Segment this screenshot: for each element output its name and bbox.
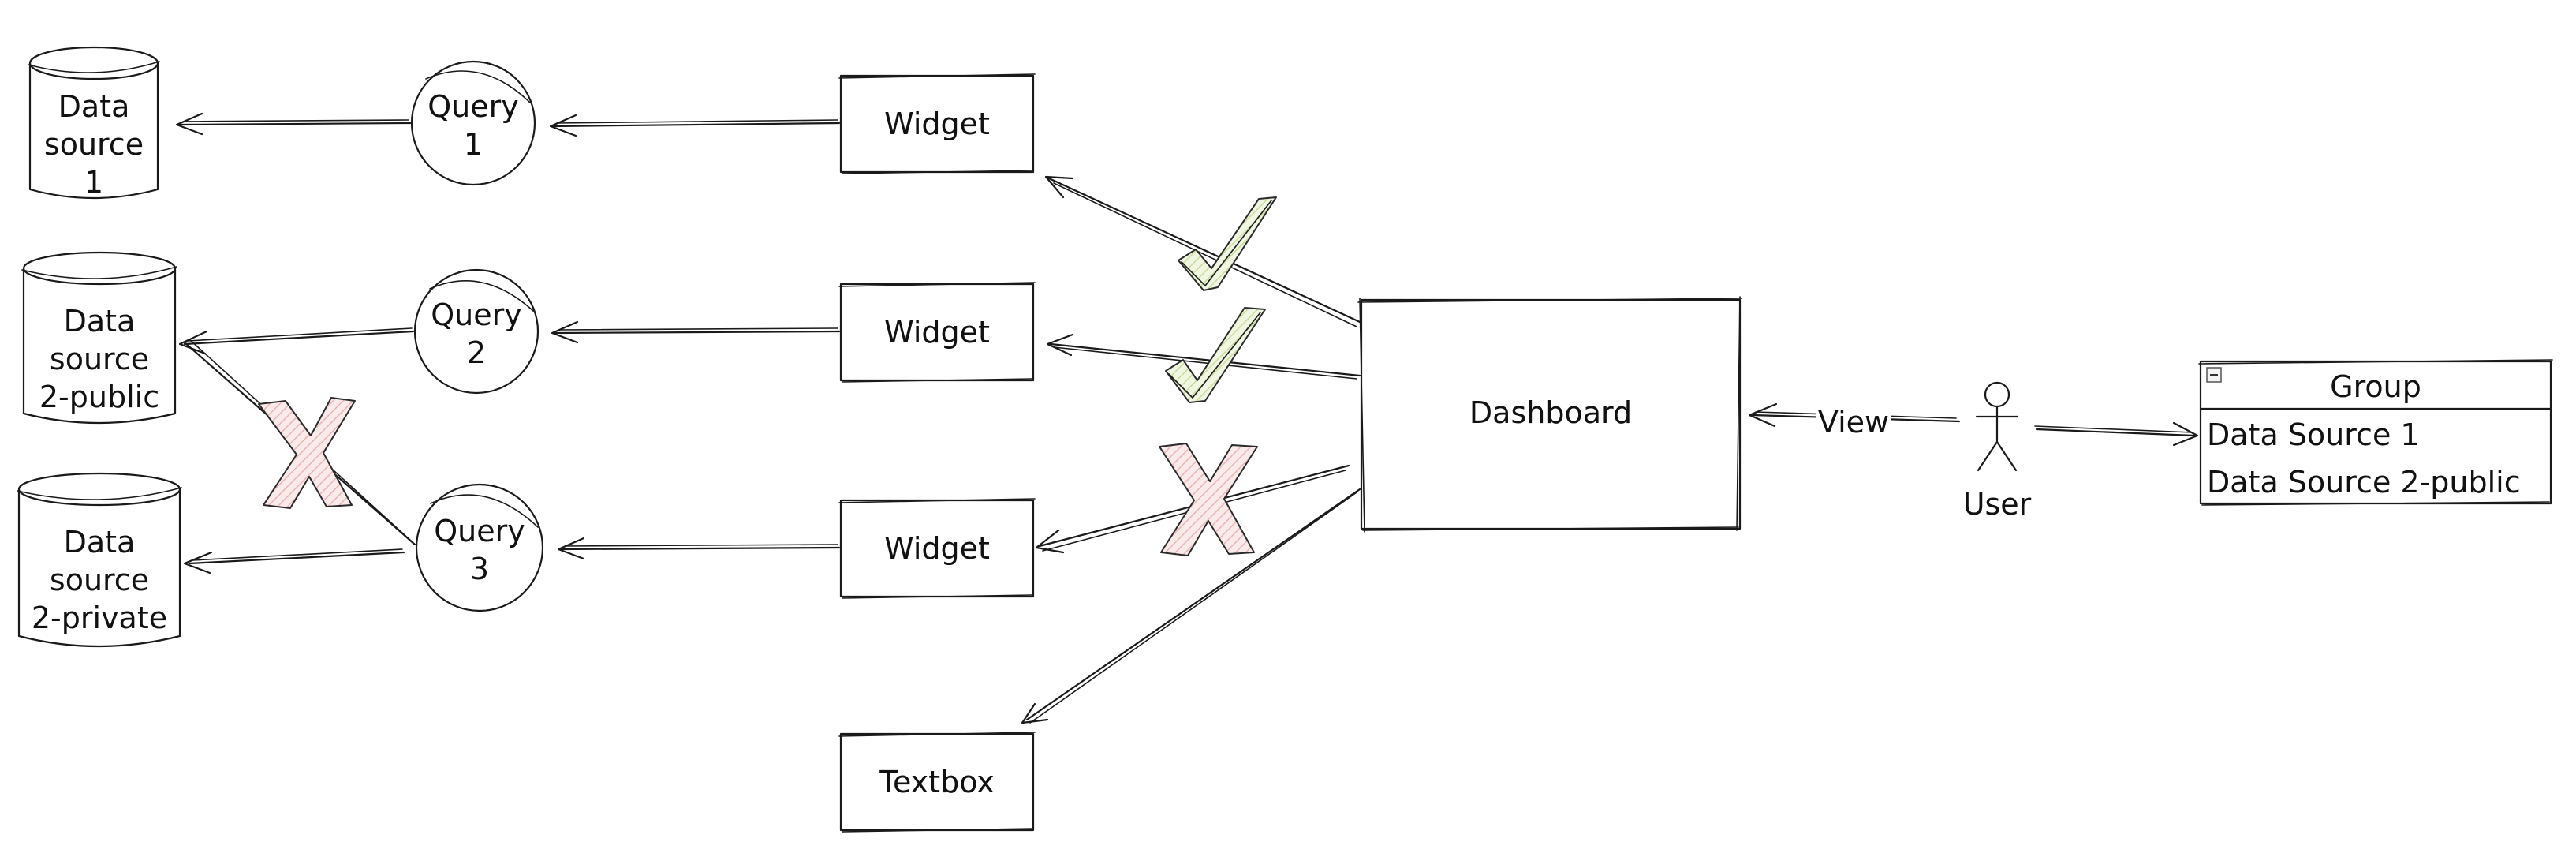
arrow-query2-to-datasource2-public	[178, 327, 415, 355]
query-3-label-line1: Query	[434, 514, 525, 548]
arrow-query3-to-datasource2-private	[183, 548, 405, 574]
group-item-2: Data Source 2-public	[2207, 465, 2521, 500]
widget-3-box: Widget	[838, 498, 1036, 599]
widget-2-label: Widget	[884, 315, 990, 350]
query-1-circle: Query 1	[410, 60, 536, 186]
datasource-1-label-line1: Data	[58, 89, 130, 124]
query-1-label-line2: 1	[464, 127, 483, 162]
widget-1-label: Widget	[884, 107, 990, 141]
view-edge-label: View	[1818, 405, 1889, 440]
query-3-label-line2: 3	[470, 552, 489, 586]
arrow-widget1-to-query1	[549, 114, 841, 137]
datasource-2-private-label-line2: source	[50, 563, 149, 597]
group-title: Group	[2330, 369, 2421, 404]
datasource-2-private-label-line3: 2-private	[32, 601, 167, 635]
widget-1-box: Widget	[838, 73, 1036, 174]
allowed-check-icon-2	[1165, 307, 1266, 403]
user-label: User	[1963, 487, 2032, 522]
user-actor-icon	[1975, 381, 2019, 472]
datasource-2-private-cylinder: Data source 2-private	[17, 472, 182, 648]
dashboard-box: Dashboard	[1357, 296, 1742, 533]
group-collapse-icon[interactable]	[2206, 367, 2222, 383]
datasource-2-public-label-line1: Data	[64, 304, 136, 339]
datasource-2-private-label-line1: Data	[64, 525, 136, 559]
query-3-circle: Query 3	[415, 483, 544, 612]
datasource-1-label-line2: source	[44, 127, 144, 162]
allowed-check-icon-1	[1178, 196, 1277, 291]
arrow-widget2-to-query2	[551, 320, 841, 344]
arrow-user-to-group	[2034, 421, 2199, 447]
datasource-2-public-cylinder: Data source 2-public	[21, 251, 177, 425]
widget-2-box: Widget	[838, 282, 1036, 383]
widget-3-label: Widget	[884, 531, 990, 566]
datasource-2-public-label-line2: source	[50, 342, 149, 376]
group-table: Group Data Source 1 Data Source 2-public	[2198, 359, 2553, 506]
dashboard-label: Dashboard	[1469, 395, 1632, 430]
denied-cross-icon-2	[1159, 443, 1258, 556]
query-1-label-line1: Query	[427, 89, 518, 124]
arrow-dashboard-to-widget2	[1046, 333, 1361, 380]
arrow-dashboard-to-textbox	[1021, 488, 1361, 724]
denied-cross-icon-1	[258, 397, 356, 509]
datasource-2-public-label-line3: 2-public	[39, 380, 159, 414]
arrow-widget3-to-query3	[557, 537, 841, 560]
textbox-label: Textbox	[879, 765, 995, 799]
arrow-dashboard-to-widget1	[1044, 175, 1361, 327]
textbox-box: Textbox	[838, 732, 1036, 833]
arrow-query1-to-datasource1	[175, 112, 412, 136]
group-item-1: Data Source 1	[2207, 417, 2420, 452]
datasource-1-label-line3: 1	[84, 165, 103, 200]
query-2-label-line2: 2	[467, 335, 486, 370]
query-2-label-line1: Query	[431, 298, 521, 332]
query-2-circle: Query 2	[413, 268, 539, 395]
datasource-1-cylinder: Data source 1	[28, 46, 160, 200]
